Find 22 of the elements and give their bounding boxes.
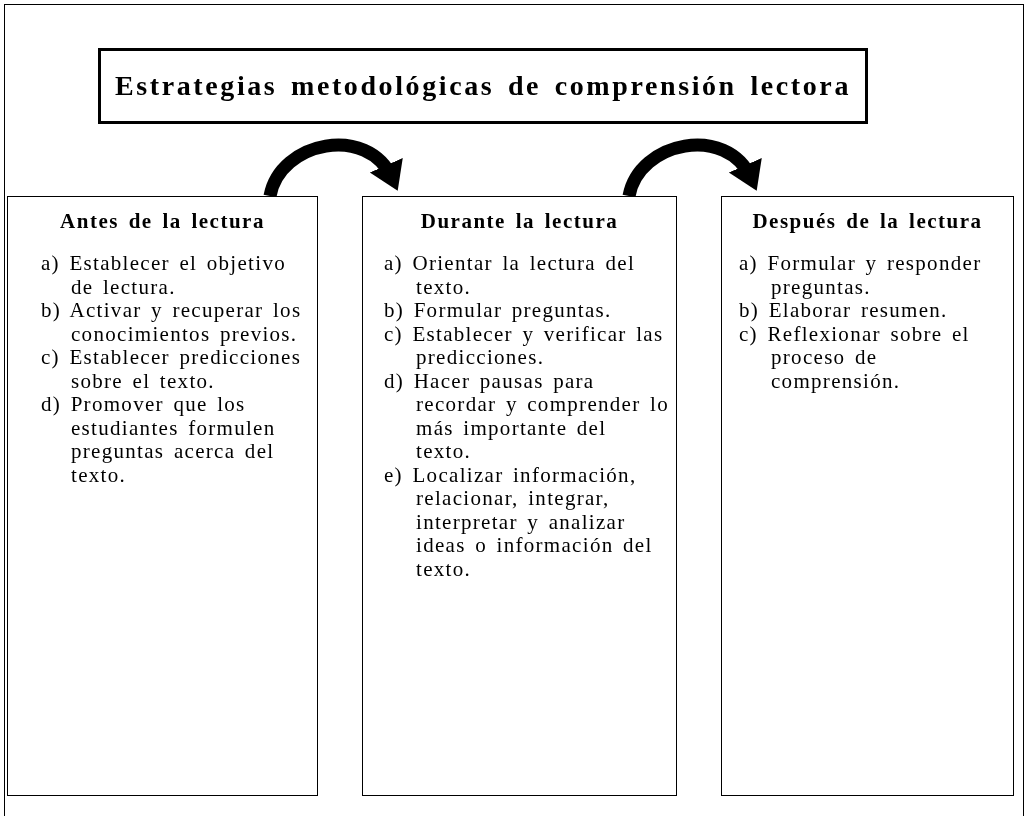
list-item: e) Localizar información, relacionar, integrar, interpretar y analizar ideas o información del texto. <box>384 463 654 581</box>
stage-heading: Antes de la lectura <box>59 209 266 234</box>
stage-box <box>362 196 677 796</box>
stage-box <box>7 196 318 796</box>
list-item: d) Promover que los estudiantes formulen preguntas acerca del texto. <box>41 393 277 487</box>
stage-heading: Después de la lectura <box>751 209 984 234</box>
list-item: d) Hacer pausas para recordar y comprender lo más importante del texto. <box>384 369 670 464</box>
list-item: c) Establecer predicciones sobre el texto. <box>41 346 303 393</box>
stage-heading: Durante la lectura <box>419 209 620 234</box>
curved-arrow <box>263 138 401 198</box>
list-item: c) Establecer y verificar las predicciones. <box>384 322 665 370</box>
stage-box <box>721 196 1014 796</box>
title-box <box>98 48 868 124</box>
list-item: b) Activar y recuperar los conocimientos previos. <box>41 299 303 346</box>
list-item: a) Orientar la lectura del texto. <box>384 252 636 299</box>
title-text: Estrategias metodológicas de comprensión lectora <box>115 70 851 102</box>
list-item: b) Formular preguntas. <box>384 299 613 323</box>
list-item: b) Elaborar resumen. <box>739 299 949 323</box>
list-item: c) Reflexionar sobre el proceso de comprensión. <box>739 322 971 393</box>
list-item: a) Formular y responder preguntas. <box>739 252 983 299</box>
curved-arrow <box>622 138 760 198</box>
list-item: a) Establecer el objetivo de lectura. <box>41 252 287 299</box>
